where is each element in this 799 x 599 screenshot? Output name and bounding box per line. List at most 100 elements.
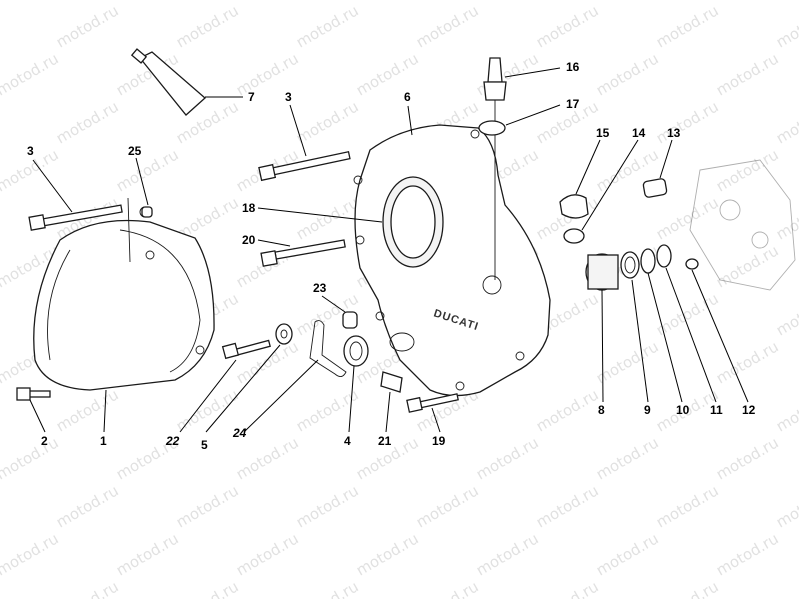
bushing-part-23 xyxy=(342,311,358,329)
callout-13: 13 xyxy=(667,126,681,140)
callout-3b: 3 xyxy=(27,144,34,158)
bolt-part-22 xyxy=(221,339,271,360)
piston-part-8 xyxy=(585,253,619,291)
watermark-text: motod.ru xyxy=(653,97,722,147)
callout-11: 11 xyxy=(710,403,723,417)
watermark-text: motod.ru xyxy=(593,49,662,99)
watermark-text: motod.ru xyxy=(0,385,2,435)
callout-19: 19 xyxy=(432,434,446,448)
sealant-tube-part-7 xyxy=(130,48,206,116)
engine-background xyxy=(689,159,796,291)
callout-3a: 3 xyxy=(285,90,292,104)
watermark-text: motod.ru xyxy=(293,1,362,51)
watermark-text: motod.ru xyxy=(533,1,602,51)
watermark-text: motod.ru xyxy=(713,145,782,195)
callout-14: 14 xyxy=(632,126,646,140)
watermark-text: motod.ru xyxy=(173,577,242,599)
watermark-text: motod.ru xyxy=(473,49,542,99)
callout-21: 21 xyxy=(378,434,392,448)
watermark-text: motod.ru xyxy=(0,193,2,243)
watermark-text: motod.ru xyxy=(773,385,799,435)
bolt-part-3a xyxy=(258,150,351,182)
watermark-text: motod.ru xyxy=(0,97,2,147)
watermark-text: motod.ru xyxy=(233,433,302,483)
watermark-text: motod.ru xyxy=(233,0,302,3)
watermark-text: motod.ru xyxy=(773,1,799,51)
callout-16: 16 xyxy=(566,60,580,74)
bolt-part-19 xyxy=(406,393,459,413)
watermark-text: motod.ru xyxy=(773,481,799,531)
watermark-text: motod.ru xyxy=(0,1,2,51)
watermark-text: motod.ru xyxy=(0,0,62,3)
bushing-part-13 xyxy=(642,178,668,198)
callout-12: 12 xyxy=(742,403,756,417)
gasket-part-21 xyxy=(380,371,403,393)
watermark-text: motod.ru xyxy=(713,49,782,99)
callout-4: 4 xyxy=(344,434,351,448)
watermark-text: motod.ru xyxy=(0,49,62,99)
callout-23: 23 xyxy=(313,281,327,295)
bolt-part-2 xyxy=(16,387,51,401)
watermark-text: motod.ru xyxy=(713,433,782,483)
callout-5: 5 xyxy=(201,438,208,452)
watermark-text: motod.ru xyxy=(533,481,602,531)
watermark-text: motod.ru xyxy=(713,0,782,3)
leader-lines xyxy=(29,67,749,433)
watermark-text: motod.ru xyxy=(173,481,242,531)
watermark-text: motod.ru xyxy=(353,49,422,99)
watermark-text: motod.ru xyxy=(773,289,799,339)
watermark-text: motod.ru xyxy=(113,145,182,195)
watermark-text: motod.ru xyxy=(0,529,62,579)
watermark-text: motod.ru xyxy=(293,481,362,531)
callout-1: 1 xyxy=(100,434,107,448)
o-ring-part-17 xyxy=(478,120,506,136)
clutch-cover-part-1 xyxy=(33,206,215,391)
watermark-text: motod.ru xyxy=(233,529,302,579)
callout-10: 10 xyxy=(676,403,690,417)
callout-20: 20 xyxy=(242,233,256,247)
watermark-text: motod.ru xyxy=(353,529,422,579)
callout-2: 2 xyxy=(41,434,48,448)
watermark-text: motod.ru xyxy=(593,0,662,3)
watermark-text: motod.ru xyxy=(593,433,662,483)
o-ring-part-12 xyxy=(685,258,699,270)
watermark-text: motod.ru xyxy=(0,481,2,531)
callout-18: 18 xyxy=(242,201,256,215)
watermark-text: motod.ru xyxy=(113,529,182,579)
watermark-text: motod.ru xyxy=(113,0,182,3)
callout-9: 9 xyxy=(644,403,651,417)
sensor-part-16 xyxy=(483,57,507,280)
callout-15: 15 xyxy=(596,126,610,140)
seal-part-4 xyxy=(343,335,369,367)
watermark-text: motod.ru xyxy=(293,577,362,599)
watermark-text: motod.ru xyxy=(53,97,122,147)
watermark-text: motod.ru xyxy=(713,529,782,579)
seal-part-10 xyxy=(640,248,656,274)
watermark-text: motod.ru xyxy=(0,289,2,339)
seal-part-9 xyxy=(620,251,640,279)
watermark-text: motod.ru xyxy=(53,577,122,599)
watermark-text: motod.ru xyxy=(713,241,782,291)
watermark-text: motod.ru xyxy=(773,577,799,599)
watermark-text: motod.ru xyxy=(413,1,482,51)
bolt-part-20 xyxy=(260,239,346,267)
watermark-text: motod.ru xyxy=(653,577,722,599)
watermark-text: motod.ru xyxy=(473,433,542,483)
callout-6: 6 xyxy=(404,90,411,104)
watermark-text: motod.ru xyxy=(653,193,722,243)
crankcase-cover-part-6: DUCATI xyxy=(353,124,551,397)
o-ring-part-14 xyxy=(563,228,585,244)
watermark-text: motod.ru xyxy=(293,385,362,435)
watermark-text: motod.ru xyxy=(173,1,242,51)
callout-25: 25 xyxy=(128,144,142,158)
watermark-text: motod.ru xyxy=(413,577,482,599)
watermark-text: motod.ru xyxy=(533,385,602,435)
watermark-text: motod.ru xyxy=(0,577,2,599)
watermark-text: motod.ru xyxy=(473,0,542,3)
callout-labels: 7 3 3 25 6 18 20 23 16 17 15 14 13 8 9 1… xyxy=(27,60,756,452)
watermark-text: motod.ru xyxy=(53,481,122,531)
watermark-text: motod.ru xyxy=(353,0,422,3)
watermark-text: motod.ru xyxy=(773,193,799,243)
callout-22: 22 xyxy=(165,434,180,448)
